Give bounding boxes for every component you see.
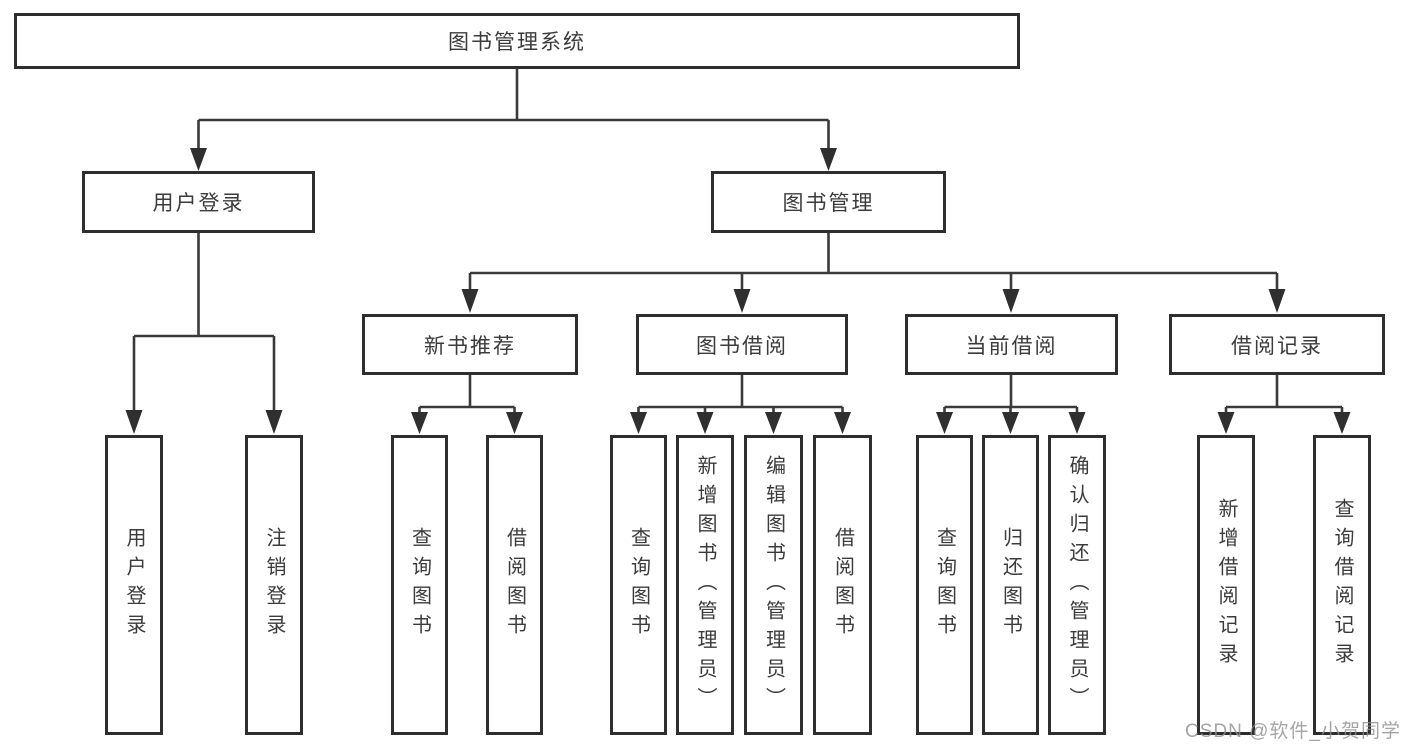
- arrowhead-icon: [1333, 412, 1351, 434]
- arrowhead-icon: [125, 410, 143, 434]
- leaf-borrow-books: 借阅图书: [813, 435, 872, 735]
- leaf-label: 新增图书（管理员）: [694, 454, 716, 716]
- node-current-borrow: 当前借阅: [905, 314, 1118, 375]
- leaf-label: 编辑图书（管理员）: [762, 454, 785, 716]
- arrowhead-icon: [1217, 412, 1235, 434]
- leaf-label: 查询图书: [408, 527, 431, 643]
- node-root: 图书管理系统: [14, 13, 1020, 69]
- leaf-label: 用户登录: [123, 527, 145, 643]
- watermark: CSDN @软件_小贺同学: [1185, 721, 1401, 742]
- leaf-borrow-books-recommend: 借阅图书: [486, 435, 543, 735]
- node-borrow-records: 借阅记录: [1169, 314, 1385, 375]
- leaf-label: 注销登录: [263, 527, 285, 643]
- arrowhead-icon: [1002, 412, 1019, 434]
- leaf-logout: 注销登录: [245, 435, 303, 735]
- leaf-query-borrow-record: 查询借阅记录: [1313, 435, 1371, 735]
- arrowhead-icon: [1002, 289, 1020, 313]
- leaf-add-borrow-record: 新增借阅记录: [1197, 435, 1255, 735]
- arrowhead-icon: [1268, 289, 1286, 313]
- leaf-label: 新增借阅记录: [1215, 498, 1237, 672]
- leaf-confirm-return-admin: 确认归还（管理员）: [1048, 435, 1106, 735]
- arrowhead-icon: [936, 412, 953, 434]
- arrowhead-icon: [820, 148, 837, 171]
- arrowhead-icon: [1068, 412, 1086, 434]
- leaf-label: 借阅图书: [831, 527, 854, 643]
- arrowhead-icon: [461, 289, 479, 313]
- arrowhead-icon: [630, 412, 647, 434]
- arrowhead-icon: [733, 289, 751, 313]
- node-user-login: 用户登录: [82, 171, 315, 233]
- node-new-book-recommend: 新书推荐: [362, 314, 578, 375]
- node-book-borrow: 图书借阅: [636, 314, 848, 375]
- leaf-query-books-borrow: 查询图书: [610, 435, 667, 735]
- leaf-add-book-admin: 新增图书（管理员）: [676, 435, 734, 735]
- leaf-label: 查询图书: [933, 527, 956, 643]
- leaf-label: 查询图书: [627, 527, 650, 643]
- leaf-return-book: 归还图书: [982, 435, 1039, 735]
- leaf-edit-book-admin: 编辑图书（管理员）: [744, 435, 803, 735]
- node-book-mgmt: 图书管理: [711, 171, 946, 233]
- leaf-label: 借阅图书: [503, 527, 526, 643]
- arrowhead-icon: [506, 412, 523, 434]
- leaf-label: 确认归还（管理员）: [1066, 454, 1088, 716]
- arrowhead-icon: [190, 148, 207, 171]
- leaf-label: 归还图书: [999, 527, 1022, 643]
- leaf-user-login: 用户登录: [105, 435, 163, 735]
- arrowhead-icon: [765, 412, 782, 434]
- leaf-query-books-current: 查询图书: [916, 435, 973, 735]
- arrowhead-icon: [834, 412, 851, 434]
- arrowhead-icon: [696, 412, 714, 434]
- leaf-query-books-recommend: 查询图书: [391, 435, 448, 735]
- arrowhead-icon: [411, 412, 428, 434]
- leaf-label: 查询借阅记录: [1331, 498, 1353, 672]
- arrowhead-icon: [265, 410, 283, 434]
